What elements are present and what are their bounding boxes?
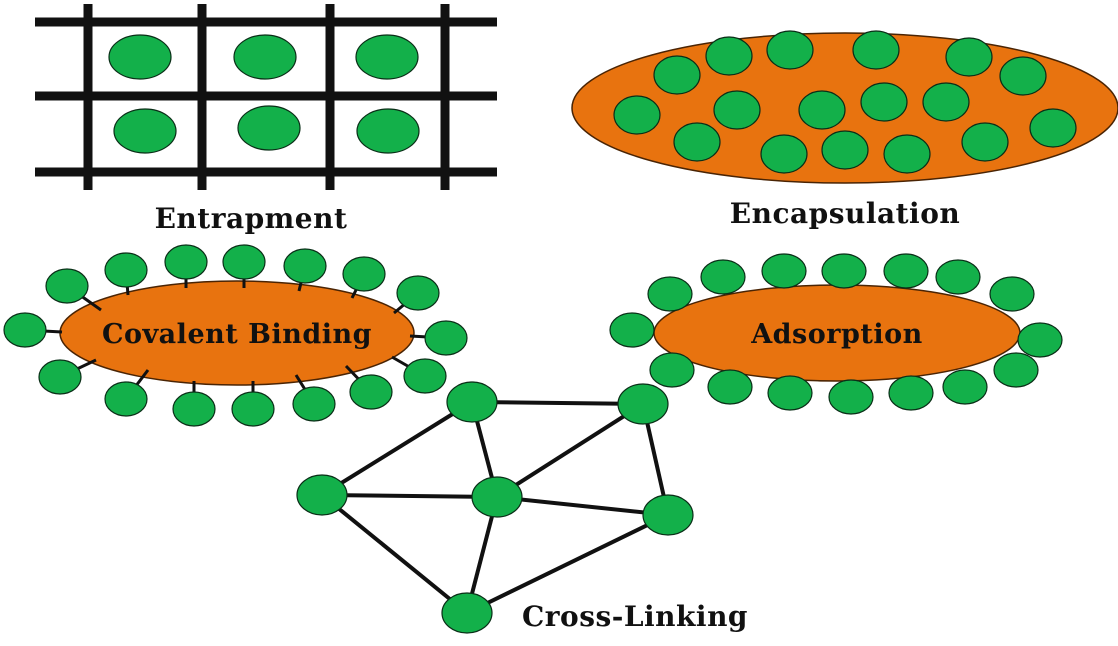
enzyme-bead [113, 108, 177, 154]
enzyme-bead [403, 358, 447, 394]
enzyme-bead [705, 36, 753, 76]
entrapment-enzymes [108, 34, 420, 154]
enzyme-bead [355, 34, 419, 80]
enzyme-bead [922, 82, 970, 122]
enzyme-bead [993, 352, 1039, 388]
enzyme-bead [172, 391, 216, 427]
enzyme-bead [713, 90, 761, 130]
enzyme-bead [45, 268, 89, 304]
enzyme-bead [609, 312, 655, 348]
enzyme-bead [617, 383, 669, 425]
enzyme-bead [961, 122, 1009, 162]
enzyme-bead [349, 374, 393, 410]
enzyme-bead [828, 379, 874, 415]
covalent-enzymes [3, 244, 468, 427]
enzyme-bead [942, 369, 988, 405]
enzyme-bead [821, 253, 867, 289]
enzyme-bead [283, 248, 327, 284]
cross-linking-label: Cross-Linking [522, 600, 748, 633]
enzyme-bead [233, 34, 297, 80]
enzyme-bead [1017, 322, 1063, 358]
enzyme-bead [164, 244, 208, 280]
enzyme-bead [649, 352, 695, 388]
encapsulation-enzymes [613, 30, 1077, 174]
enzyme-bead [647, 276, 693, 312]
enzyme-bead [860, 82, 908, 122]
entrapment-grid [35, 4, 497, 190]
enzyme-bead [3, 312, 47, 348]
enzyme-bead [356, 108, 420, 154]
enzyme-bead [292, 386, 336, 422]
cross-linked-enzymes [296, 381, 694, 634]
entrapment-panel: Entrapment [35, 4, 497, 235]
enzyme-bead [653, 55, 701, 95]
enzyme-bead [760, 134, 808, 174]
cross-linking-panel: Cross-Linking [296, 381, 748, 634]
entrapment-label: Entrapment [155, 202, 348, 235]
enzyme-bead [231, 391, 275, 427]
enzyme-bead [673, 122, 721, 162]
enzyme-bead [883, 134, 931, 174]
enzyme-bead [222, 244, 266, 280]
enzyme-bead [761, 253, 807, 289]
encapsulation-label: Encapsulation [730, 197, 960, 230]
enzyme-bead [38, 359, 82, 395]
covalent-binding-label: Covalent Binding [102, 319, 372, 350]
enzyme-bead [700, 259, 746, 295]
enzyme-bead [424, 320, 468, 356]
enzyme-bead [798, 90, 846, 130]
enzyme-bead [707, 369, 753, 405]
covalent-binding-panel: Covalent Binding [3, 244, 468, 427]
enzyme-bead [396, 275, 440, 311]
enzyme-bead [104, 381, 148, 417]
enzyme-bead [108, 34, 172, 80]
adsorption-label: Adsorption [750, 319, 923, 350]
enzyme-bead [446, 381, 498, 423]
enzyme-bead [989, 276, 1035, 312]
enzyme-bead [613, 95, 661, 135]
adsorption-panel: Adsorption [609, 253, 1063, 415]
adsorption-enzymes [609, 253, 1063, 415]
enzyme-bead [767, 375, 813, 411]
enzyme-bead [883, 253, 929, 289]
enzyme-bead [104, 252, 148, 288]
enzyme-bead [821, 130, 869, 170]
enzyme-bead [296, 474, 348, 516]
enzyme-bead [342, 256, 386, 292]
enzyme-bead [642, 494, 694, 536]
enzyme-bead [441, 592, 493, 634]
enzyme-bead [852, 30, 900, 70]
enzyme-bead [945, 37, 993, 77]
enzyme-bead [766, 30, 814, 70]
enzyme-bead [999, 56, 1047, 96]
enzyme-bead [237, 105, 301, 151]
enzyme-bead [471, 476, 523, 518]
enzyme-bead [1029, 108, 1077, 148]
enzyme-bead [888, 375, 934, 411]
encapsulation-panel: Encapsulation [571, 30, 1118, 230]
enzyme-bead [935, 259, 981, 295]
